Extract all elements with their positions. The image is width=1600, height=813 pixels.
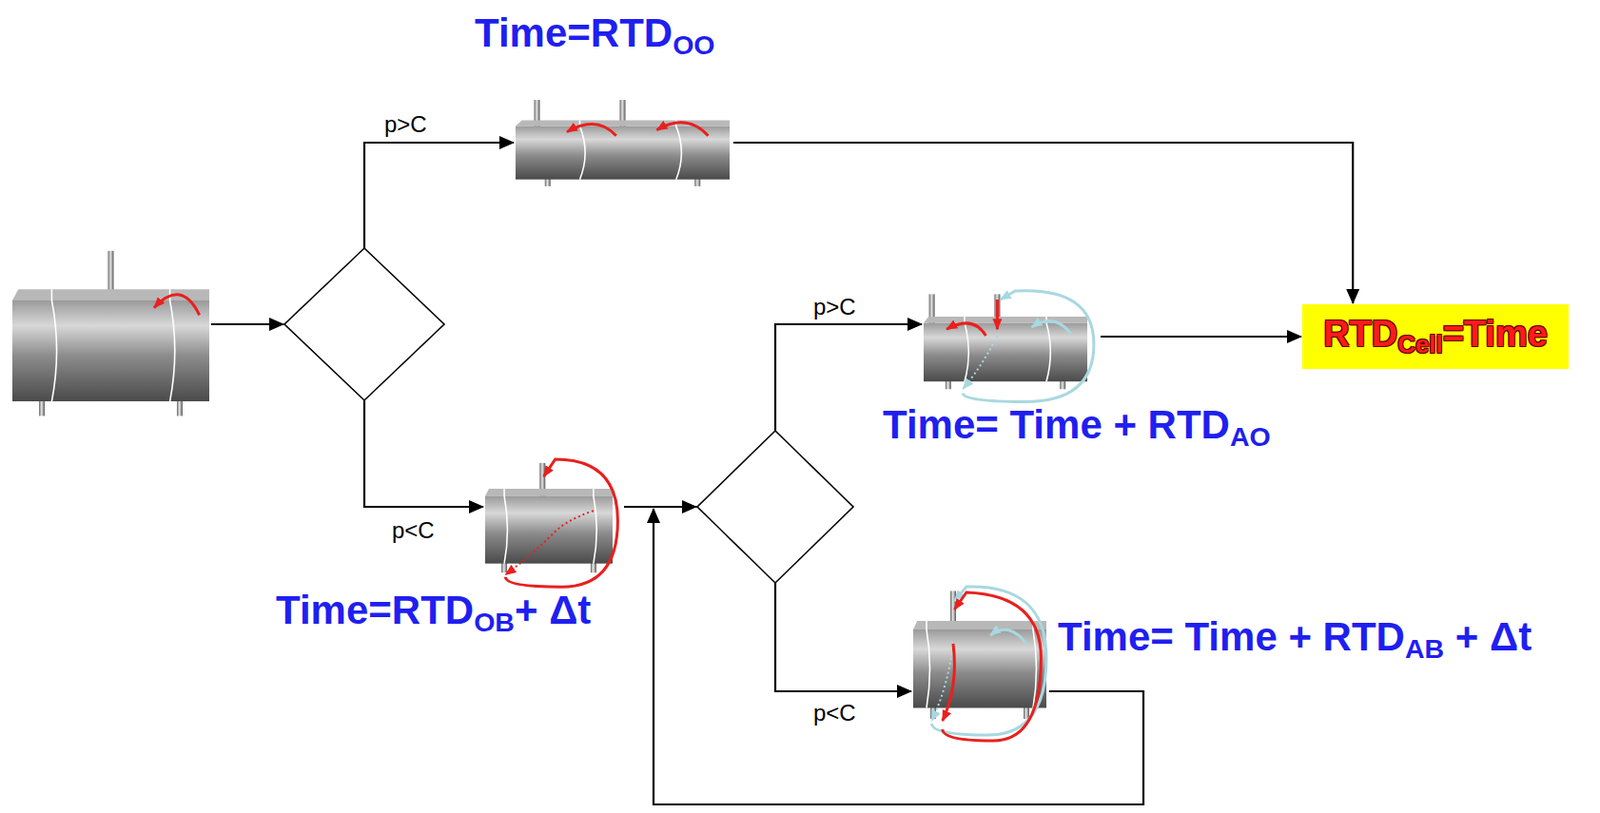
vessel-illustration (485, 459, 618, 587)
vessel-body (12, 300, 210, 402)
result-box: RTDCell=Time (1302, 304, 1569, 370)
flow-arrow (990, 629, 1027, 644)
flow-arrow (962, 335, 997, 390)
vessel-node: Time= Time + RTDAB + Δt (913, 586, 1047, 730)
flow-arrow (942, 592, 1042, 742)
flow-arrow (1032, 321, 1072, 334)
subscript: Cell (1397, 331, 1443, 358)
vessel-node: Time=RTDOO (515, 97, 730, 195)
time-formula: Time= Time + RTDAO (882, 403, 1271, 452)
branch-condition: p<C (811, 701, 859, 726)
flow-arrow (995, 299, 999, 330)
leg (1023, 706, 1030, 721)
vessel-body (485, 496, 613, 565)
vessel-top (923, 316, 1088, 324)
baffle-ring (964, 316, 969, 382)
flow-connector (624, 507, 912, 692)
subscript: AO (1229, 421, 1271, 452)
decision-diamond (697, 430, 854, 584)
branch-condition: p>C (811, 294, 859, 320)
flow-arrow (505, 459, 618, 587)
baffle-ring (1046, 316, 1051, 382)
time-formula: Time= Time + RTDAB + Δt (1057, 615, 1532, 664)
branch-condition: p<C (390, 518, 437, 544)
baffle-ring (676, 119, 683, 179)
vessel-illustration (515, 99, 730, 187)
flow-connector (733, 142, 1353, 304)
vessel-body (913, 629, 1047, 709)
flow-arrow (154, 294, 200, 315)
flow-arrow (566, 123, 617, 136)
baffle-ring (504, 488, 508, 565)
vessel-illustration (12, 251, 210, 417)
vessel-body (515, 126, 730, 180)
flow-arrow (932, 586, 1047, 736)
flow-line (364, 400, 484, 508)
time-formula: Time=RTDOB+ Δt (275, 588, 591, 638)
decision-diamond (284, 248, 445, 401)
leg (39, 399, 45, 416)
flow-arrow (657, 122, 709, 137)
baffle-ring (580, 119, 586, 179)
vessel-node: Time= Time + RTDAO (923, 291, 1088, 398)
subscript: OB (473, 606, 515, 638)
vessel-node: Time=RTDOB+ Δt (485, 459, 613, 583)
time-formula: Time=RTDOO (474, 11, 716, 60)
flow-arrow (946, 323, 986, 336)
baffle-ring (1033, 621, 1037, 709)
flow-arrow (962, 291, 1094, 403)
flow-line (364, 142, 514, 249)
baffle-ring (593, 488, 597, 565)
leg (176, 399, 183, 416)
flow-arrow (932, 643, 954, 722)
baffle-ring (51, 289, 57, 402)
flow-arrow (505, 510, 594, 575)
subscript: OO (672, 29, 715, 60)
subscript: AB (1404, 633, 1444, 664)
vessel-top (913, 621, 1047, 630)
flow-connector (624, 324, 922, 508)
flow-arrow (942, 643, 956, 722)
flow-connector (1100, 335, 1302, 338)
branch-condition: p>C (382, 112, 430, 137)
flow-line (211, 323, 284, 326)
baffle-ring (926, 621, 931, 709)
vessel-illustration (923, 291, 1094, 403)
vessel-illustration (913, 586, 1047, 742)
vessel-body (923, 323, 1088, 383)
baffle-ring (170, 289, 176, 402)
result-text: RTDCell=Time (1323, 314, 1548, 359)
vessel-top (515, 119, 730, 126)
